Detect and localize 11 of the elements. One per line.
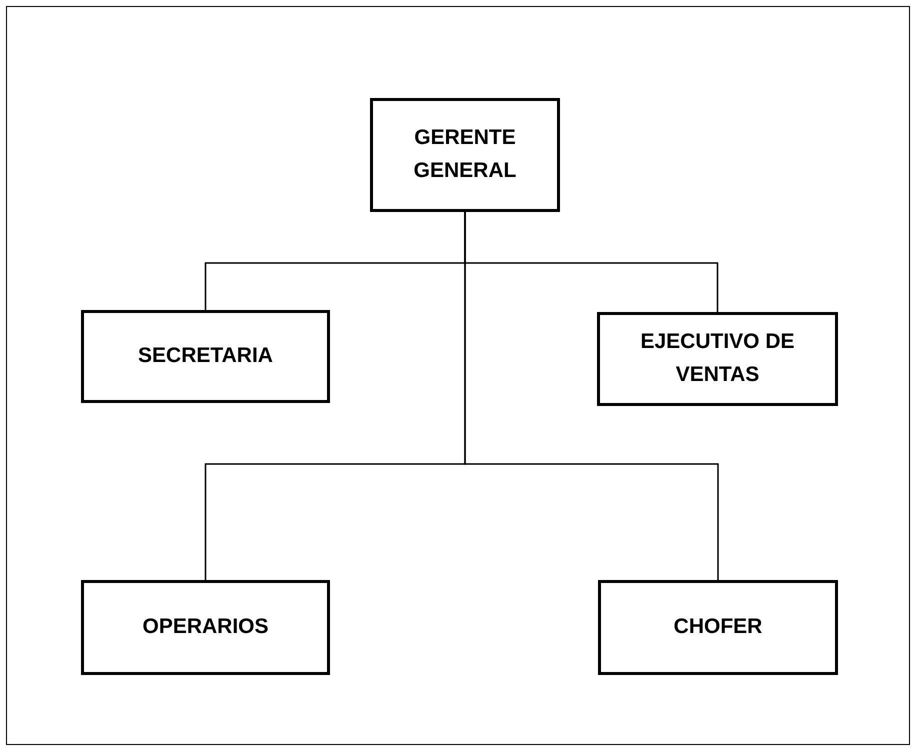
position-title: OPERARIOS xyxy=(142,614,269,640)
position-box xyxy=(81,580,330,675)
position-box xyxy=(597,312,838,406)
position-title: EJECUTIVO DE VENTAS xyxy=(639,329,796,388)
position-title: CHOFER xyxy=(674,614,762,640)
position-box xyxy=(370,98,560,212)
position-box xyxy=(81,310,330,403)
position-title: SECRETARIA xyxy=(138,343,273,370)
connector-line xyxy=(464,212,719,580)
position-box xyxy=(598,580,838,675)
position-title: GERENTE GENERAL xyxy=(412,125,518,184)
